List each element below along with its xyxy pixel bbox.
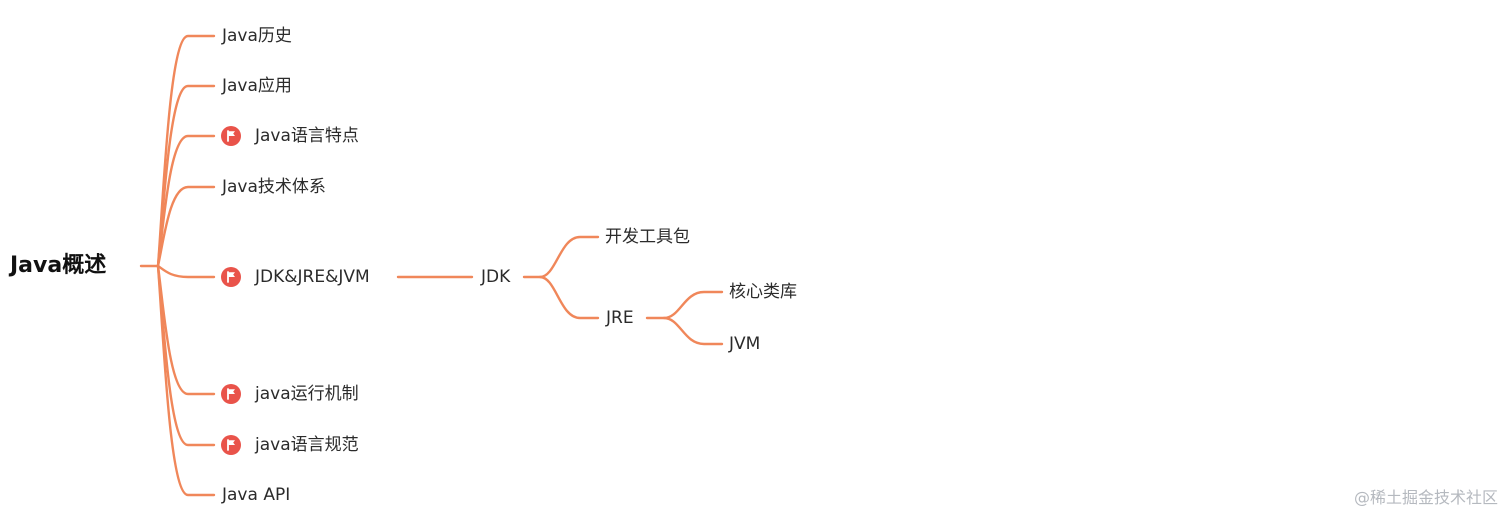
- flag-icon: [221, 126, 241, 146]
- edge-to-jre: [538, 275, 600, 320]
- root-node[interactable]: Java概述: [10, 251, 106, 281]
- branch-label: Java应用: [222, 76, 292, 96]
- node-label: 核心类库: [729, 282, 797, 302]
- edge-java-features: [156, 134, 216, 268]
- edge-to-jvm: [662, 316, 724, 346]
- node-label: JRE: [606, 308, 634, 328]
- branch-label: java运行机制: [255, 384, 359, 404]
- node-jvm[interactable]: JVM: [729, 332, 760, 356]
- node-jre[interactable]: JRE: [606, 306, 634, 330]
- node-dev-toolkit[interactable]: 开发工具包: [605, 225, 690, 249]
- edge-java-apps: [156, 84, 216, 268]
- flag-icon: [221, 435, 241, 455]
- flag-icon: [221, 384, 241, 404]
- branch-java-tech-system[interactable]: Java技术体系: [222, 175, 326, 199]
- edge-jdk-jre-jvm: [156, 264, 216, 279]
- branch-java-runtime[interactable]: java运行机制: [221, 382, 359, 406]
- edge-to-core-library: [645, 290, 724, 320]
- branch-java-features[interactable]: Java语言特点: [221, 124, 359, 148]
- edge-to-dev-toolkit: [522, 235, 600, 279]
- edge-java-spec: [156, 264, 216, 447]
- edge-java-api: [156, 264, 216, 497]
- branch-java-history[interactable]: Java历史: [222, 24, 292, 48]
- node-jdk[interactable]: JDK: [481, 265, 510, 289]
- branch-label: Java历史: [222, 26, 292, 46]
- branch-jdk-jre-jvm[interactable]: JDK&JRE&JVM: [221, 265, 370, 289]
- branch-label: Java API: [222, 485, 291, 505]
- node-core-library[interactable]: 核心类库: [729, 280, 797, 304]
- branch-label: Java技术体系: [222, 177, 326, 197]
- edge-java-history: [156, 34, 216, 268]
- node-label: 开发工具包: [605, 227, 690, 247]
- branch-label: java语言规范: [255, 435, 359, 455]
- node-label: JVM: [729, 334, 761, 354]
- watermark: @稀土掘金技术社区: [1353, 488, 1498, 507]
- root-label: Java概述: [10, 253, 107, 278]
- branch-java-spec[interactable]: java语言规范: [221, 433, 359, 457]
- edge-java-tech-system: [156, 185, 216, 268]
- node-label: JDK: [481, 267, 511, 287]
- branch-label: Java语言特点: [255, 126, 359, 146]
- branch-java-api[interactable]: Java API: [222, 483, 290, 507]
- flag-icon: [221, 267, 241, 287]
- branch-java-apps[interactable]: Java应用: [222, 74, 292, 98]
- branch-label: JDK&JRE&JVM: [255, 267, 370, 287]
